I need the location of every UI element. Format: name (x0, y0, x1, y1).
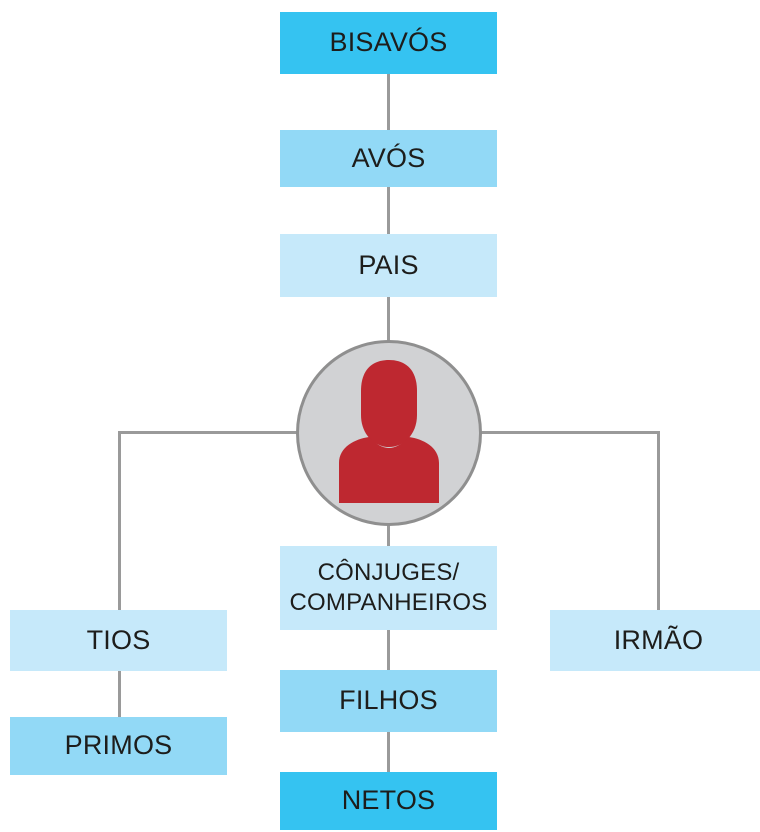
node-avos: AVÓS (280, 130, 497, 187)
connector-avos-pais (387, 187, 390, 234)
node-pais: PAIS (280, 234, 497, 297)
node-tios: TIOS (10, 610, 227, 671)
connector-to-irmao (657, 431, 660, 610)
connector-filhos-netos (387, 732, 390, 772)
person-icon (339, 360, 439, 503)
node-filhos: FILHOS (280, 670, 497, 732)
connector-horizontal-left (118, 431, 298, 434)
connector-conjuges-filhos (387, 630, 390, 670)
connector-horizontal-right (480, 431, 660, 434)
connector-pais-person (387, 297, 390, 342)
center-avatar (296, 340, 482, 526)
node-irmao: IRMÃO (550, 610, 760, 671)
connector-bisavos-avos (387, 74, 390, 130)
node-bisavos: BISAVÓS (280, 12, 497, 74)
connector-to-tios (118, 431, 121, 610)
node-netos: NETOS (280, 772, 497, 830)
node-primos: PRIMOS (10, 717, 227, 775)
connector-tios-primos (118, 671, 121, 717)
node-conjuges-companheiros: CÔNJUGES/ COMPANHEIROS (280, 546, 497, 630)
connector-person-conjuges (387, 524, 390, 546)
